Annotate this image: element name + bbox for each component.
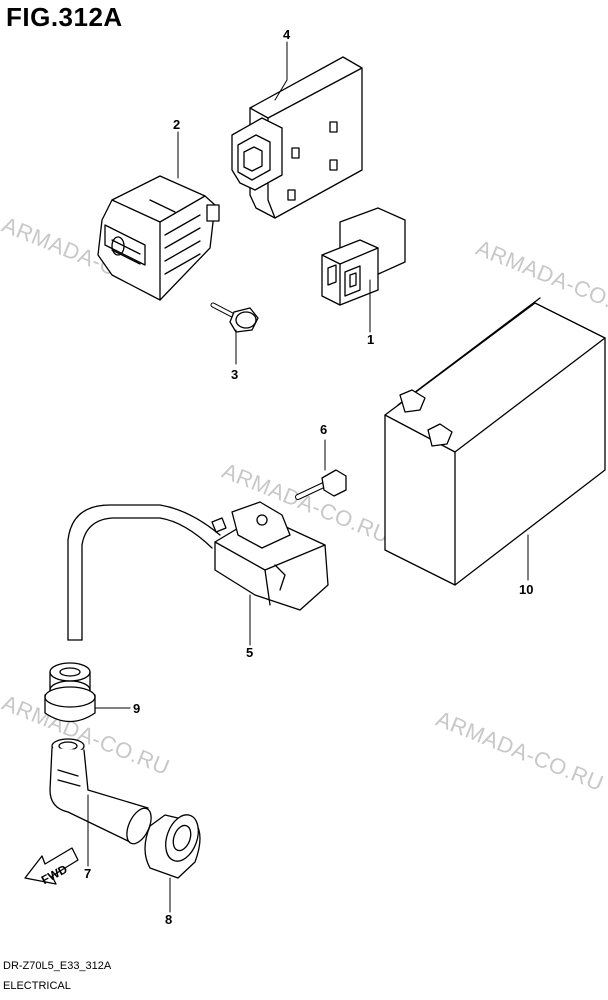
callout-7: 7 bbox=[84, 866, 92, 881]
model-code: DR-Z70L5_E33_312A bbox=[3, 960, 112, 972]
callout-5: 5 bbox=[246, 645, 254, 660]
part-7-hose bbox=[49, 738, 152, 845]
callout-3: 3 bbox=[231, 367, 239, 382]
part-6-bolt bbox=[295, 469, 347, 500]
figure-title: FIG.312A bbox=[6, 2, 123, 32]
leader-lines bbox=[87, 41, 529, 913]
part-2-regulator bbox=[97, 175, 220, 301]
part-10-battery bbox=[384, 297, 606, 586]
callout-2: 2 bbox=[173, 117, 181, 132]
callout-6: 6 bbox=[320, 422, 328, 437]
section-name: ELECTRICAL bbox=[3, 980, 71, 992]
callout-1: 1 bbox=[367, 332, 375, 347]
fwd-arrow bbox=[24, 847, 79, 885]
callout-8: 8 bbox=[165, 912, 173, 927]
part-5-relay bbox=[67, 501, 329, 641]
part-8-cap bbox=[144, 814, 201, 879]
callout-9: 9 bbox=[133, 701, 141, 716]
callout-4: 4 bbox=[283, 27, 291, 42]
callout-10: 10 bbox=[519, 582, 534, 597]
part-3-bolt bbox=[210, 302, 259, 333]
part-1-connector bbox=[321, 207, 406, 306]
part-4-unit bbox=[231, 56, 363, 219]
part-9-grommet bbox=[44, 662, 96, 723]
